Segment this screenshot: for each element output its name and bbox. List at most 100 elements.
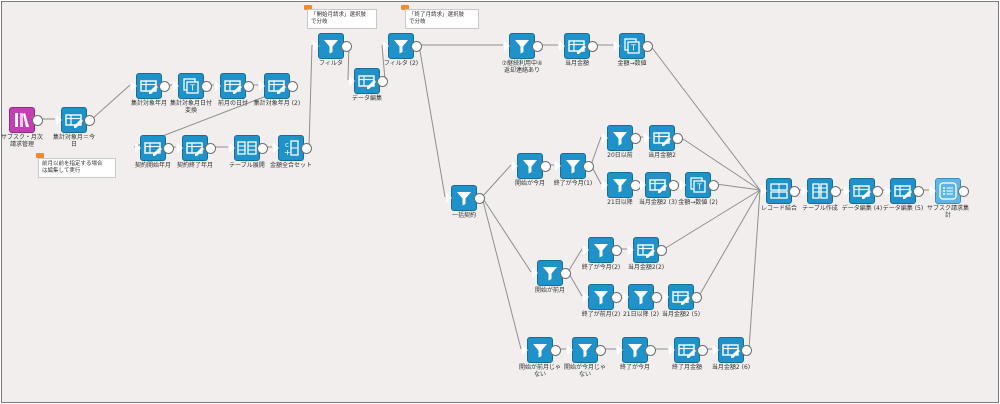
input-port[interactable] bbox=[554, 160, 561, 172]
output-port[interactable] bbox=[830, 186, 841, 197]
input-port[interactable] bbox=[601, 179, 608, 191]
output-port[interactable] bbox=[560, 268, 571, 279]
input-port[interactable] bbox=[566, 344, 573, 356]
input-port[interactable] bbox=[582, 244, 589, 256]
output-port[interactable] bbox=[656, 245, 667, 256]
output-port[interactable] bbox=[32, 115, 43, 126]
node-top2[interactable] bbox=[558, 33, 598, 59]
connection-line[interactable] bbox=[481, 164, 512, 198]
output-port[interactable] bbox=[587, 41, 598, 52]
input-port[interactable] bbox=[272, 142, 279, 154]
connection-line[interactable] bbox=[715, 183, 761, 191]
output-port[interactable] bbox=[651, 292, 662, 303]
node-t2[interactable]: T bbox=[172, 73, 212, 99]
input-port[interactable] bbox=[668, 344, 675, 356]
output-port[interactable] bbox=[201, 81, 212, 92]
sticky-note[interactable]: 「終了月請求」選択肢 で分岐 bbox=[405, 9, 479, 29]
input-port[interactable] bbox=[601, 132, 608, 144]
node-top1[interactable] bbox=[503, 33, 543, 59]
input-port[interactable] bbox=[130, 80, 137, 92]
input-port[interactable] bbox=[613, 40, 620, 52]
output-port[interactable] bbox=[301, 143, 312, 154]
output-port[interactable] bbox=[642, 41, 653, 52]
node-dataedit[interactable] bbox=[348, 68, 388, 94]
node-t1[interactable] bbox=[130, 73, 170, 99]
output-port[interactable] bbox=[243, 81, 254, 92]
node-endcur2[interactable] bbox=[582, 237, 622, 263]
sticky-note[interactable]: 前月以前を指定する場合 は編集して実行 bbox=[38, 158, 116, 178]
node-t3[interactable] bbox=[214, 73, 254, 99]
node-edit4[interactable] bbox=[843, 178, 883, 204]
output-port[interactable] bbox=[257, 143, 268, 154]
input-port[interactable] bbox=[643, 132, 650, 144]
node-endcur3[interactable] bbox=[616, 337, 656, 363]
connection-line[interactable] bbox=[481, 196, 532, 273]
output-port[interactable] bbox=[341, 41, 352, 52]
output-port[interactable] bbox=[411, 41, 422, 52]
output-port[interactable] bbox=[163, 143, 174, 154]
output-port[interactable] bbox=[377, 76, 388, 87]
output-port[interactable] bbox=[645, 345, 656, 356]
output-port[interactable] bbox=[550, 345, 561, 356]
input-port[interactable] bbox=[801, 185, 808, 197]
sticky-note[interactable]: 「開始月請求」選択肢 で分岐 bbox=[307, 9, 377, 29]
output-port[interactable] bbox=[611, 292, 622, 303]
input-port[interactable] bbox=[445, 192, 452, 204]
output-port[interactable] bbox=[532, 41, 543, 52]
output-port[interactable] bbox=[287, 81, 298, 92]
connection-line[interactable] bbox=[481, 196, 522, 350]
node-curamt2[interactable] bbox=[643, 125, 683, 151]
connection-line[interactable] bbox=[679, 136, 761, 191]
input-port[interactable] bbox=[639, 179, 646, 191]
node-aggmonth[interactable] bbox=[55, 107, 95, 133]
input-port[interactable] bbox=[843, 185, 850, 197]
node-curamt22[interactable] bbox=[627, 237, 667, 263]
node-notstart[interactable] bbox=[521, 337, 561, 363]
input-port[interactable] bbox=[521, 344, 528, 356]
node-endprev2[interactable] bbox=[582, 284, 622, 310]
connection-line[interactable] bbox=[567, 248, 583, 273]
node-b2[interactable] bbox=[176, 135, 216, 161]
input-port[interactable] bbox=[760, 185, 767, 197]
input-port[interactable] bbox=[176, 142, 183, 154]
output-port[interactable] bbox=[84, 115, 95, 126]
output-port[interactable] bbox=[668, 180, 679, 191]
output-port[interactable] bbox=[595, 345, 606, 356]
output-port[interactable] bbox=[691, 292, 702, 303]
node-b1[interactable] bbox=[134, 135, 174, 161]
input-port[interactable] bbox=[511, 160, 518, 172]
input-port[interactable] bbox=[679, 179, 686, 191]
output-port[interactable] bbox=[540, 161, 551, 172]
connection-line[interactable] bbox=[590, 136, 602, 166]
output-port[interactable] bbox=[583, 161, 594, 172]
connection-line[interactable] bbox=[308, 44, 313, 148]
node-tblcreate[interactable] bbox=[801, 178, 841, 204]
input-port[interactable] bbox=[622, 291, 629, 303]
input-port[interactable] bbox=[134, 142, 141, 154]
node-notcur[interactable] bbox=[566, 337, 606, 363]
output-port[interactable] bbox=[789, 186, 800, 197]
input-port[interactable] bbox=[382, 40, 389, 52]
input-port[interactable] bbox=[662, 291, 669, 303]
input-port[interactable] bbox=[503, 40, 510, 52]
node-startcur[interactable] bbox=[511, 153, 551, 179]
connection-line[interactable] bbox=[418, 44, 446, 198]
node-startprev[interactable] bbox=[531, 260, 571, 286]
node-curamt26[interactable] bbox=[712, 337, 752, 363]
output-port[interactable] bbox=[913, 186, 924, 197]
output-port[interactable] bbox=[205, 143, 216, 154]
input-port[interactable] bbox=[214, 80, 221, 92]
node-ikatsu[interactable] bbox=[445, 185, 485, 211]
connection-line[interactable] bbox=[91, 84, 131, 120]
connection-line[interactable] bbox=[663, 189, 761, 250]
node-after21[interactable] bbox=[601, 172, 641, 198]
input-port[interactable] bbox=[55, 114, 62, 126]
output-port[interactable] bbox=[672, 133, 683, 144]
output-port[interactable] bbox=[741, 345, 752, 356]
node-after20[interactable] bbox=[601, 125, 641, 151]
input-port[interactable] bbox=[228, 142, 235, 154]
input-port[interactable] bbox=[558, 40, 565, 52]
input-port[interactable] bbox=[627, 244, 634, 256]
output-port[interactable] bbox=[159, 81, 170, 92]
